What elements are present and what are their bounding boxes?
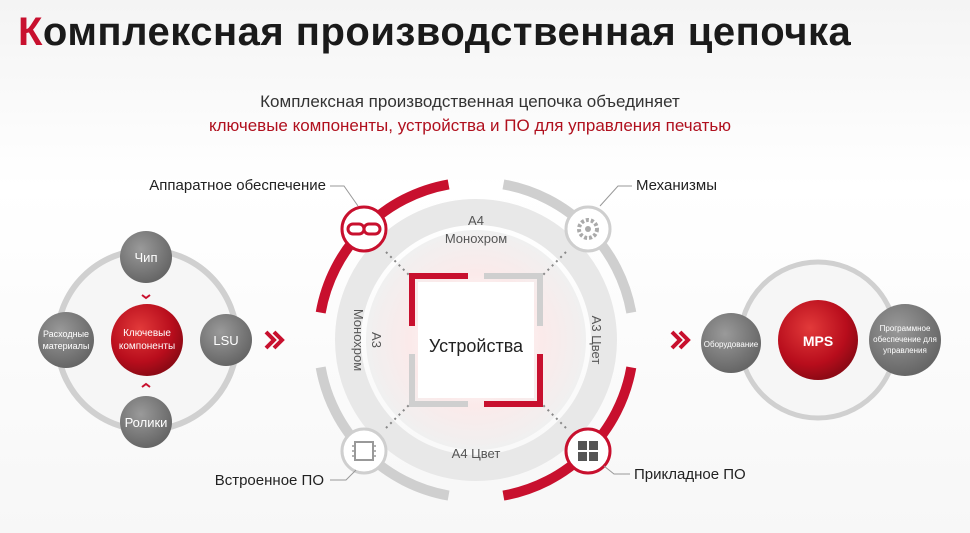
key-components-label-1: Ключевые	[123, 328, 171, 339]
consumables-label-2: материалы	[43, 341, 90, 351]
hardware-label: Аппаратное обеспечение	[149, 177, 326, 194]
left-cluster: Ключевые компоненты Чип LSU Ролики Расхо…	[38, 231, 252, 448]
chip-icon[interactable]	[340, 427, 388, 475]
subtitle-line-1: Комплексная производственная цепочка объ…	[260, 92, 680, 111]
chevron-down-icon	[141, 294, 151, 300]
segment-right-label: A3 Цвет	[589, 316, 604, 365]
segment-top-label-2: Монохром	[445, 231, 507, 246]
management-software-node[interactable]	[869, 304, 941, 376]
consumables-label-1: Расходные	[43, 329, 89, 339]
page-title: Комплексная производственная цепочка	[18, 10, 851, 55]
inner-track	[335, 199, 617, 481]
devices-core[interactable]	[418, 282, 534, 398]
lsu-label: LSU	[213, 333, 238, 348]
right-cluster: MPS Оборудование Программное обеспечение…	[701, 259, 941, 421]
consumables-node[interactable]	[38, 312, 94, 368]
chevron-up-icon	[141, 382, 151, 388]
rollers-node[interactable]	[120, 396, 172, 448]
segment-left-label-1: A3	[369, 332, 384, 348]
chain-link-icon[interactable]	[340, 205, 388, 253]
mps-node[interactable]	[778, 300, 858, 380]
rollers-label: Ролики	[125, 415, 168, 430]
key-components-node[interactable]	[111, 304, 183, 376]
segment-left-label-2: Монохром	[351, 309, 366, 371]
segment-bottom-label: A4 Цвет	[452, 446, 501, 461]
gear-icon[interactable]	[564, 205, 612, 253]
windows-icon[interactable]	[564, 427, 612, 475]
center-ring: Устройства A4 Монохром A4 Цвет A3 Цвет A…	[149, 177, 746, 501]
management-software-label-2: обеспечение для	[873, 335, 937, 344]
title-rest: омплексная производственная цепочка	[42, 10, 852, 54]
lsu-node[interactable]	[200, 314, 252, 366]
segment-top-label-1: A4	[468, 213, 484, 228]
devices-label: Устройства	[429, 336, 524, 356]
management-software-label-1: Программное	[880, 324, 931, 333]
chevron-right-icon	[670, 330, 691, 350]
chip-node[interactable]	[120, 231, 172, 283]
chip-label: Чип	[135, 250, 158, 265]
subtitle: Комплексная производственная цепочка объ…	[0, 90, 940, 138]
subtitle-line-2: ключевые компоненты, устройства и ПО для…	[208, 116, 732, 135]
chevron-right-icon	[264, 330, 285, 350]
management-software-label-3: управления	[883, 346, 927, 355]
applied-software-label: Прикладное ПО	[634, 466, 746, 483]
embedded-software-label: Встроенное ПО	[215, 472, 324, 489]
mps-label: MPS	[803, 333, 833, 349]
key-components-label-2: компоненты	[119, 341, 175, 352]
equipment-label: Оборудование	[704, 340, 759, 349]
title-first-letter: К	[18, 10, 43, 54]
mechanisms-label: Механизмы	[636, 177, 717, 194]
equipment-node[interactable]	[701, 313, 761, 373]
